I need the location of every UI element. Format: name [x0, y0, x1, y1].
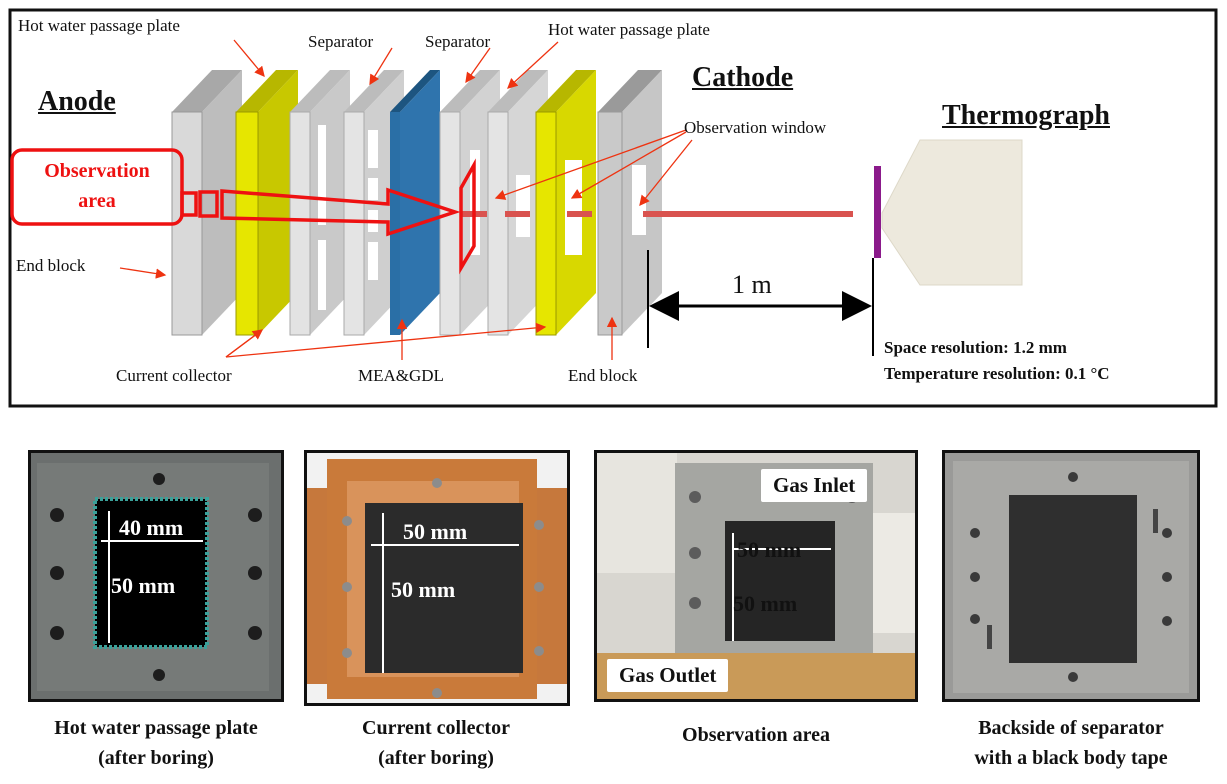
observation-area-marker	[10, 148, 476, 275]
mea-gdl-plate	[390, 70, 440, 335]
caption-backside-separator: Backside of separator with a black body …	[930, 713, 1212, 773]
caption-observation-area-line1: Observation area	[682, 724, 830, 746]
photo-backside-separator	[942, 450, 1200, 702]
caption-observation-area: Observation area	[594, 720, 918, 750]
label-separator-1: Separator	[308, 32, 374, 51]
dim-hot-water-width: 40 mm	[119, 515, 184, 540]
caption-current-collector-line1: Current collector	[362, 717, 510, 739]
caption-hot-water-plate-line2: (after boring)	[98, 747, 214, 769]
caption-backside-separator-line2: with a black body tape	[974, 747, 1168, 769]
dim-current-collector-width: 50 mm	[403, 519, 468, 544]
photo-hot-water-plate-art	[31, 453, 281, 699]
label-end-block-left: End block	[16, 256, 86, 275]
caption-hot-water-plate-line1: Hot water passage plate	[54, 717, 258, 739]
caption-hot-water-plate: Hot water passage plate (after boring)	[10, 713, 302, 773]
caption-current-collector: Current collector (after boring)	[296, 713, 576, 773]
label-observation-area-line1: Observation	[44, 160, 150, 182]
label-end-block-right: End block	[568, 366, 638, 385]
photo-observation-area-art	[597, 453, 915, 699]
current-collector-left-plate	[235, 70, 298, 336]
photo-observation-area: 50 mm 50 mm Gas Inlet Gas Outlet	[594, 450, 918, 702]
tag-gas-inlet: Gas Inlet	[761, 469, 868, 502]
label-observation-area-line2: area	[78, 190, 116, 212]
photo-current-collector: 50 mm 50 mm	[304, 450, 570, 706]
caption-current-collector-line2: (after boring)	[378, 747, 494, 769]
label-space-resolution: Space resolution: 1.2 mm	[884, 338, 1067, 357]
label-thermograph: Thermograph	[942, 100, 1110, 131]
label-anode: Anode	[38, 86, 116, 117]
photo-current-collector-art	[307, 453, 567, 703]
label-current-collector: Current collector	[116, 366, 232, 385]
dim-hot-water-height: 50 mm	[111, 573, 176, 598]
dim-current-collector-height: 50 mm	[391, 577, 456, 602]
thermograph-device	[874, 139, 1023, 286]
photo-backside-separator-art	[945, 453, 1197, 699]
label-cathode: Cathode	[692, 62, 794, 93]
current-collector-right-plate	[535, 70, 596, 336]
label-distance: 1 m	[732, 270, 772, 299]
label-observation-window: Observation window	[684, 118, 827, 137]
annotation-arrows	[119, 39, 693, 360]
label-hot-water-plate-right: Hot water passage plate	[548, 20, 710, 39]
tag-gas-outlet: Gas Outlet	[607, 659, 729, 692]
current-collector-branch	[225, 329, 263, 358]
dim-observation-height: 50 mm	[733, 591, 798, 616]
photo-hot-water-plate: 40 mm 50 mm	[28, 450, 284, 702]
label-separator-2: Separator	[425, 32, 491, 51]
end-block-right-plate	[597, 70, 662, 336]
diagram-frame	[8, 8, 1218, 408]
dim-observation-width: 50 mm	[737, 537, 802, 562]
distance-marker	[647, 250, 874, 356]
label-temperature-resolution: Temperature resolution: 0.1 °C	[884, 364, 1110, 383]
label-observation-area: Observation area	[12, 156, 182, 216]
label-hot-water-plate-left: Hot water passage plate	[18, 16, 180, 35]
caption-backside-separator-line1: Backside of separator	[978, 717, 1164, 739]
label-mea-gdl: MEA&GDL	[358, 366, 444, 385]
